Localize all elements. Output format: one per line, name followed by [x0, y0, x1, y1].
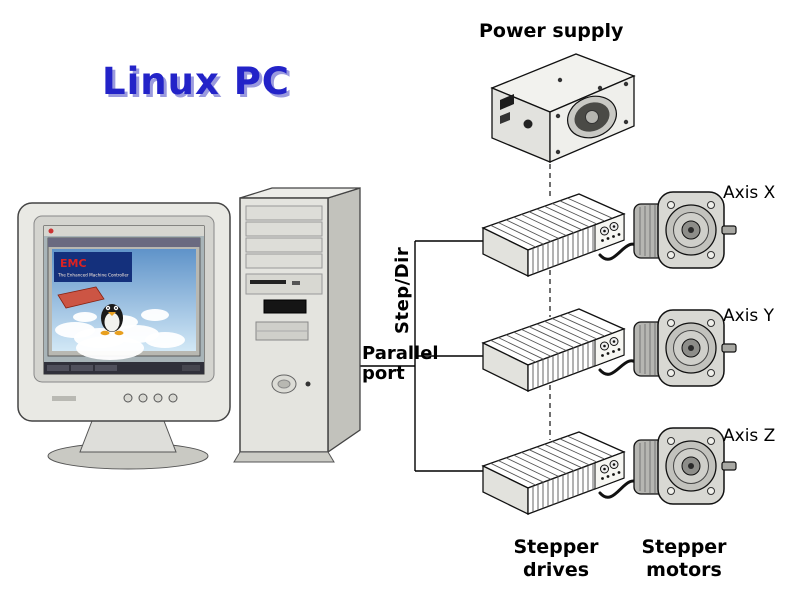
crt-monitor: EMC The Enhanced Machine Controller — [17, 202, 231, 470]
parallel-port-label: Parallel port — [362, 344, 439, 384]
tux-penguin — [100, 304, 124, 336]
emc-title-text: EMC — [60, 257, 87, 270]
diagram-title: Linux PC — [102, 60, 290, 103]
drive-bay — [245, 221, 323, 237]
stepper-drives-label-line1: Stepper — [513, 536, 599, 558]
axis-x-label: Axis X — [723, 183, 776, 203]
desktop-top-bar — [44, 226, 204, 236]
monitor-button — [168, 393, 178, 403]
stepper-drive-axis-x — [482, 193, 625, 277]
stepper-motors-label-line2: motors — [646, 559, 722, 581]
drive-bay — [245, 205, 323, 221]
screen-content: EMC The Enhanced Machine Controller — [44, 226, 204, 374]
monitor-brand-badge — [52, 396, 76, 401]
monitor-button — [138, 393, 148, 403]
emc-logo-panel — [54, 252, 132, 282]
monitor-pedestal — [79, 420, 177, 453]
psu-power-socket — [500, 94, 514, 110]
stepper-motor-axis-x — [633, 191, 737, 269]
drive-faceplate — [263, 299, 307, 314]
axis-z-label: Axis Z — [723, 426, 776, 446]
monitor-button — [123, 393, 133, 403]
stepper-drives-label-line2: drives — [522, 559, 590, 581]
stepper-motors-label: Stepper motors — [624, 536, 744, 582]
drive-bay — [245, 253, 323, 269]
drive-bay — [245, 237, 323, 253]
power-supply-label: Power supply — [479, 20, 624, 42]
stepper-drive-axis-y — [482, 308, 625, 392]
parallel-port-label-line1: Parallel — [362, 343, 439, 364]
emc-window-titlebar — [48, 238, 200, 247]
stepper-drives-label: Stepper drives — [496, 536, 616, 582]
monitor-button — [153, 393, 163, 403]
power-supply-illustration — [490, 53, 636, 163]
power-led — [305, 381, 311, 387]
tower-case — [233, 187, 361, 463]
psu-power-switch — [500, 112, 510, 124]
emc-subtitle-text: The Enhanced Machine Controller — [57, 273, 129, 278]
axis-y-label: Axis Y — [723, 306, 775, 326]
stepper-motor-axis-z — [633, 427, 737, 505]
stepper-motors-label-line1: Stepper — [641, 536, 727, 558]
step-dir-signal-lines — [356, 240, 483, 472]
parallel-port-label-line2: port — [362, 363, 405, 384]
stepper-drive-axis-z — [482, 431, 625, 515]
emc-machine-graphic — [57, 286, 105, 309]
stepper-motor-axis-y — [633, 309, 737, 387]
step-dir-label: Step/Dir — [392, 246, 413, 334]
